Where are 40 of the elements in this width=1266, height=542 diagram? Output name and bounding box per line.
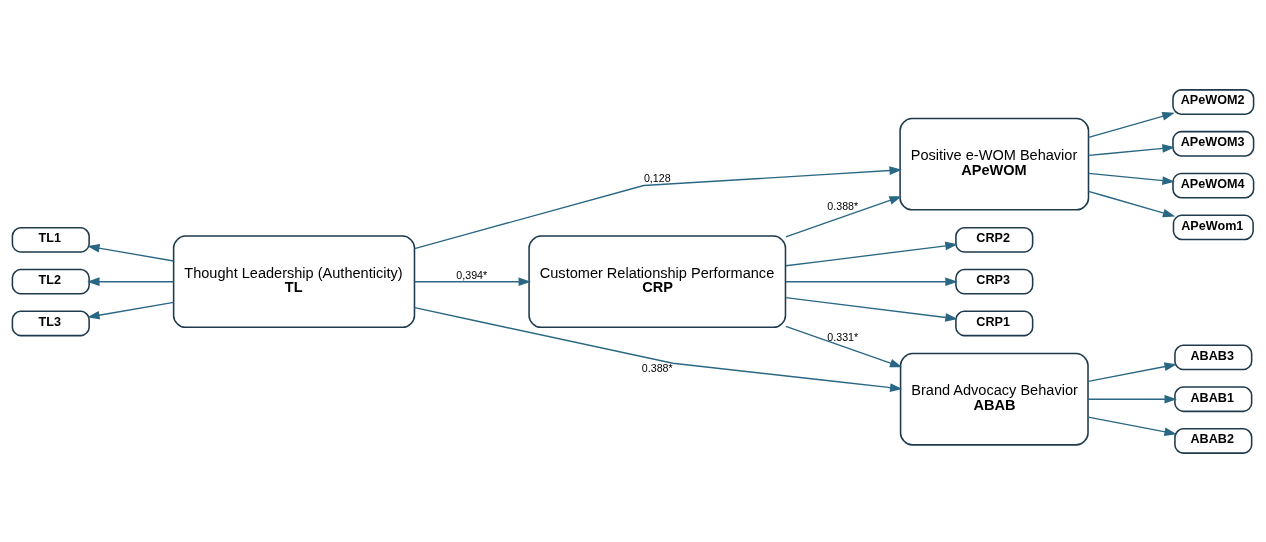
edge-label: 0.331*: [827, 330, 859, 343]
node-box: ABAB2: [1174, 427, 1253, 454]
arrow: [87, 276, 175, 286]
edge-label: 0.388*: [827, 199, 859, 212]
arrow: [1087, 143, 1175, 156]
node-box: TL2: [11, 268, 90, 295]
node-box: Brand Advocacy Behavior ABAB: [899, 352, 1089, 446]
arrow: [785, 276, 958, 286]
arrow: [87, 243, 175, 262]
arrow: [785, 241, 958, 266]
arrow: [413, 165, 902, 249]
edge-label: 0.388*: [641, 361, 673, 374]
arrow: [1087, 172, 1175, 185]
arrow: [1087, 111, 1175, 138]
arrow: [414, 306, 903, 392]
node-box: Positive e-WOM Behavior APeWOM: [899, 117, 1090, 211]
arrow: [87, 301, 175, 319]
arrow: [1087, 190, 1176, 217]
arrow: [1087, 361, 1177, 382]
node-box: APeWOM4: [1172, 172, 1255, 198]
node-box: APeWom1: [1172, 213, 1254, 240]
node-box: TL3: [11, 310, 90, 336]
node-box: Thought Leadership (Authenticity) TL: [172, 234, 416, 328]
node-box: CRP1: [955, 310, 1034, 336]
arrow: [1087, 415, 1177, 436]
node-box: CRP3: [955, 268, 1034, 295]
node-box: Customer Relationship Performance CRP: [528, 234, 787, 328]
edge-label: 0,394*: [456, 268, 488, 281]
edge-label: 0,128: [643, 171, 671, 184]
arrow: [785, 195, 902, 238]
node-box: ABAB3: [1174, 344, 1253, 370]
arrow: [785, 325, 903, 367]
node-box: CRP2: [955, 226, 1034, 253]
node-box: APeWOM3: [1172, 130, 1255, 157]
arrow: [785, 296, 958, 322]
arrow: [1087, 394, 1177, 404]
node-box: ABAB1: [1174, 385, 1253, 412]
node-box: APeWOM2: [1172, 88, 1255, 115]
node-box: TL1: [11, 226, 90, 253]
arrow: [413, 276, 531, 286]
